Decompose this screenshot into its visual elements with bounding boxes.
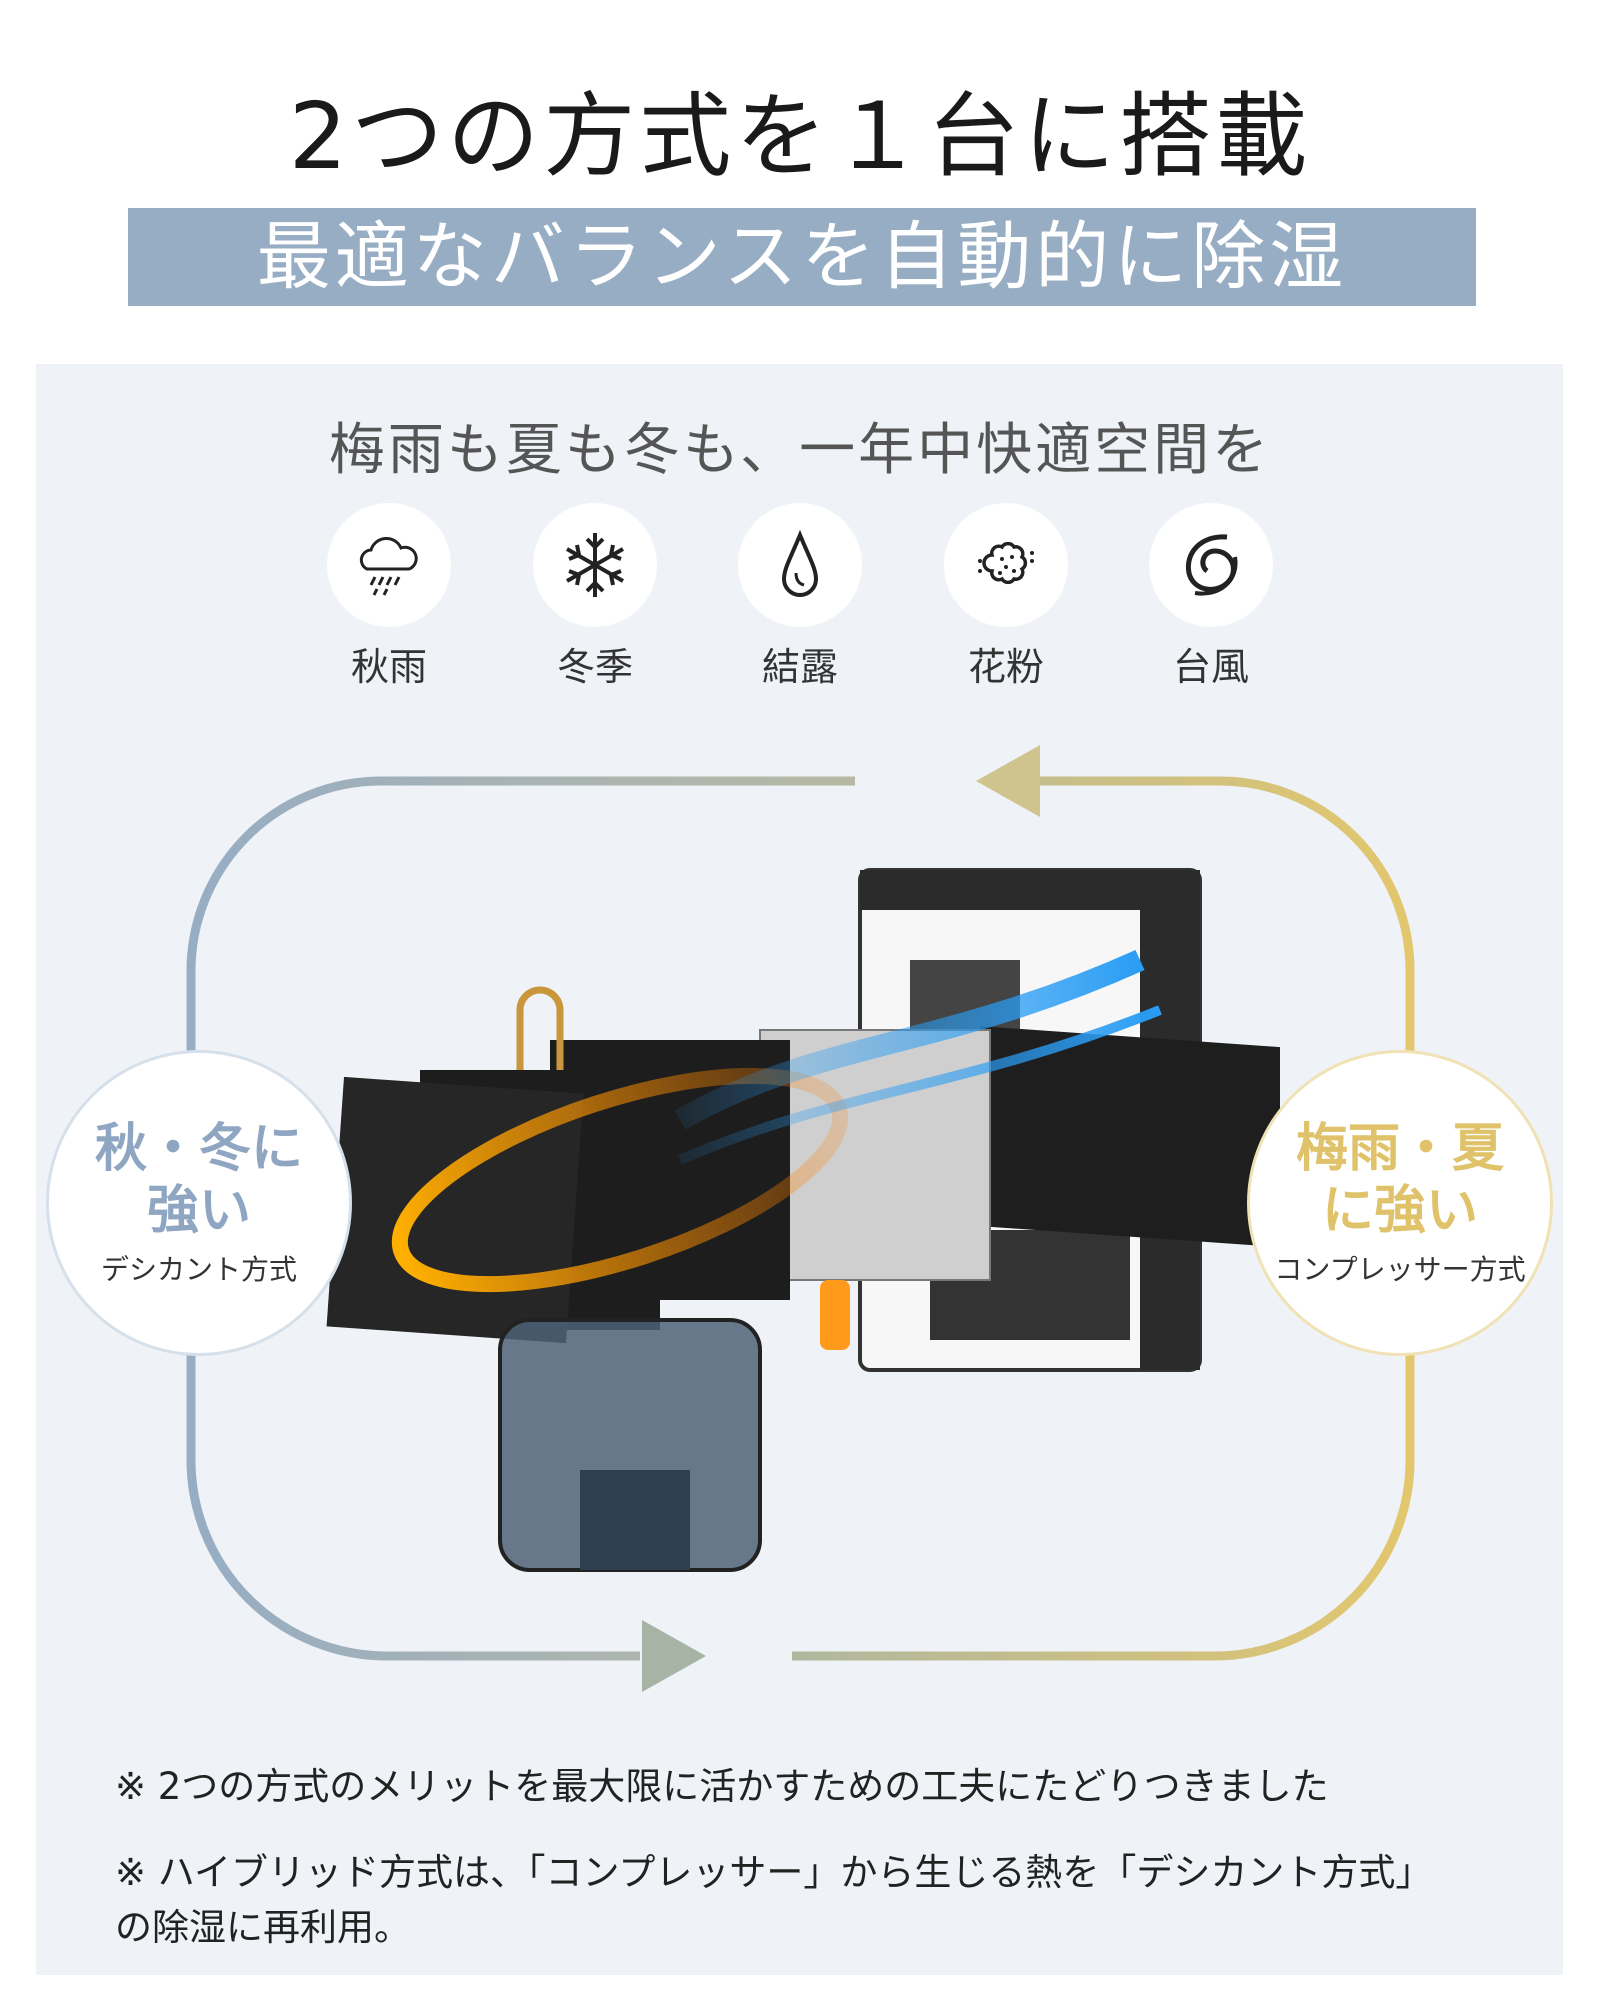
icon-label: 冬季 (556, 645, 633, 689)
icon-label: 台風 (1172, 645, 1249, 689)
note-1: ※ 2つの方式のメリットを最大限に活かすための工夫にたどりつきました (115, 1765, 1329, 1808)
pollen-icon (944, 503, 1068, 627)
desiccant-mode-badge: 秋・冬に 強い デシカント方式 (49, 1053, 349, 1353)
desiccant-headline-2: 強い (146, 1181, 251, 1241)
desiccant-headline-1: 秋・冬に (94, 1119, 303, 1179)
icon-label: 花粉 (967, 645, 1044, 689)
note-2: ※ ハイブリッド方式は、「コンプレッサー」から生じる熱を「デシカント方式」 (115, 1851, 1433, 1894)
arrow-left-head (976, 745, 1040, 817)
icon-label: 秋雨 (350, 645, 427, 689)
dehumidifier-illustration (326, 868, 1280, 1572)
panel-subtitle: 梅雨も夏も冬も、一年中快適空間を (328, 418, 1272, 483)
water-drop-icon (738, 503, 862, 627)
snowflake-icon (533, 503, 657, 627)
arrow-right-head (642, 1620, 706, 1692)
compressor-headline-1: 梅雨・夏 (1295, 1119, 1504, 1179)
page-title: 2つの方式を１台に搭載 (288, 83, 1312, 190)
icon-label: 結露 (761, 645, 838, 689)
compressor-mode-name: コンプレッサー方式 (1274, 1253, 1526, 1286)
banner-subtitle: 最適なバランスを自動的に除湿 (128, 208, 1476, 306)
compressor-mode-badge: 梅雨・夏 に強い コンプレッサー方式 (1250, 1053, 1550, 1353)
typhoon-icon (1149, 503, 1273, 627)
compressor-headline-2: に強い (1321, 1181, 1478, 1241)
desiccant-mode-name: デシカント方式 (100, 1253, 297, 1286)
rain-cloud-icon (327, 503, 451, 627)
note-2-continued: の除湿に再利用。 (115, 1906, 411, 1949)
